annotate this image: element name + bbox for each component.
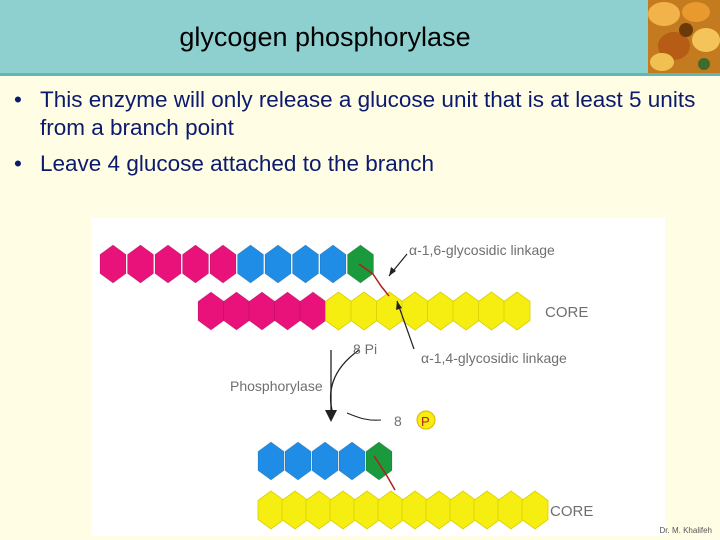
glucose-unit-icon [347, 244, 374, 284]
bullet-text: Leave 4 glucose attached to the branch [40, 151, 435, 176]
alpha16-arrowhead [389, 267, 396, 276]
glucose-unit-icon [376, 291, 403, 331]
glucose-unit-icon [292, 244, 319, 284]
glucose-unit-icon [284, 441, 312, 481]
glucose-unit-icon [503, 291, 531, 331]
glucose-unit-icon [182, 244, 209, 284]
label-alpha14: α-1,4-glycosidic linkage [421, 350, 567, 366]
alpha14-arrowhead [396, 301, 402, 310]
title-divider [0, 73, 720, 76]
glucose-chains [99, 244, 549, 530]
glucose-unit-icon [99, 244, 127, 284]
author-credit: Dr. M. Khalifeh [659, 526, 712, 535]
bullet-dot: • [14, 151, 22, 176]
glucose-unit-icon [311, 441, 339, 481]
glucose-unit-icon [350, 291, 378, 331]
glucose-unit-icon [257, 490, 285, 530]
glucose-unit-icon [497, 490, 525, 530]
glucose-unit-icon [478, 291, 505, 331]
glucose-unit-icon [427, 291, 454, 331]
glucose-unit-icon [325, 291, 352, 331]
glucose-unit-icon [197, 291, 225, 331]
glucose-unit-icon [281, 490, 309, 530]
glucose-unit-icon [237, 244, 264, 284]
glucose-unit-icon [127, 244, 154, 284]
glucose-unit-icon [377, 490, 405, 530]
glucose-unit-icon [338, 441, 366, 481]
diagram-canvas: α-1,6-glycosidic linkage α-1,4-glycosidi… [99, 242, 593, 530]
glucose-unit-icon [365, 441, 393, 481]
bullet-item: • Leave 4 glucose attached to the branch [14, 150, 714, 178]
glucose-unit-icon [209, 244, 237, 284]
title-bar: glycogen phosphorylase [0, 0, 720, 73]
glucose-unit-icon [401, 490, 429, 530]
glucose-unit-icon [473, 490, 501, 530]
label-alpha16: α-1,6-glycosidic linkage [409, 242, 555, 258]
glucose-unit-icon [274, 291, 301, 331]
slide-title: glycogen phosphorylase [179, 22, 471, 52]
glucose-unit-icon [449, 490, 477, 530]
glucose-unit-icon [257, 441, 285, 481]
glucose-unit-icon [305, 490, 333, 530]
glucose-unit-icon [154, 244, 182, 284]
glucose-unit-icon [319, 244, 347, 284]
label-enzyme: Phosphorylase [230, 378, 323, 394]
title-photo [644, 0, 720, 73]
reaction-arrow [329, 349, 360, 415]
glucose-unit-icon [299, 291, 327, 331]
label-p: P [421, 414, 430, 429]
label-core-top: CORE [545, 304, 588, 321]
glucose-unit-icon [248, 291, 276, 331]
alpha14-pointer [396, 300, 415, 350]
label-core-bottom: CORE [550, 503, 593, 520]
glucose-unit-icon [223, 291, 250, 331]
bullet-list: • This enzyme will only release a glucos… [14, 86, 714, 186]
bullet-item: • This enzyme will only release a glucos… [14, 86, 714, 142]
bullet-dot: • [14, 87, 22, 112]
glucose-unit-icon [452, 291, 480, 331]
phosphate-icon [416, 410, 436, 430]
branch-link-bottom [373, 455, 396, 491]
glucose-unit-icon [425, 490, 453, 530]
glucose-unit-icon [264, 244, 292, 284]
label-8pi: 8 Pi [353, 341, 377, 357]
bullet-text: This enzyme will only release a glucose … [40, 87, 696, 140]
glucose-unit-icon [521, 490, 549, 530]
glucose-unit-icon [329, 490, 357, 530]
reaction-arrowhead [325, 410, 337, 422]
phosphorylase-diagram: α-1,6-glycosidic linkage α-1,4-glycosidi… [91, 218, 665, 536]
pi-release-arrow [346, 412, 382, 421]
glucose-unit-icon [401, 291, 429, 331]
label-8: 8 [394, 413, 402, 429]
glucose-unit-icon [353, 490, 381, 530]
branch-link-top [358, 263, 390, 297]
